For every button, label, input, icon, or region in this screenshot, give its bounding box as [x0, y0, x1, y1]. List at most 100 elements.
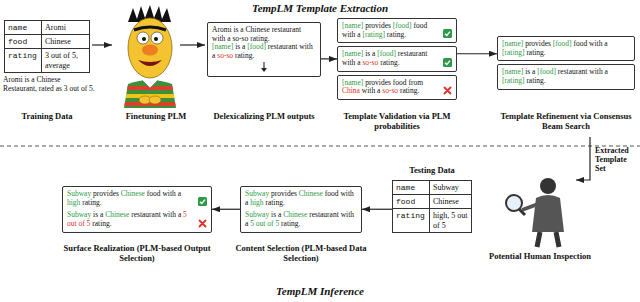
word: [rating]: [502, 76, 525, 85]
template-card: [name] is a [food] restaurant with a so-…: [337, 46, 457, 71]
word: food: [325, 189, 339, 198]
flow-arrow: [576, 137, 590, 180]
word: a: [377, 86, 380, 95]
word: a: [245, 219, 248, 228]
word: [name]: [212, 42, 233, 51]
word: is: [93, 210, 98, 219]
table-cell: rating: [393, 209, 430, 231]
template-text: [name] provides [food] food with a [rati…: [342, 22, 440, 39]
text-row: [name] provides food from China with a s…: [342, 79, 452, 96]
word: so-so: [382, 86, 398, 95]
word: a: [278, 210, 281, 219]
word: with: [299, 42, 312, 51]
flow-caption: Extracted Template Set: [595, 146, 637, 174]
bert-illustration: [142, 80, 158, 88]
word: Chinese: [121, 189, 145, 198]
word: Chinese: [105, 210, 129, 219]
word: restaurant: [272, 25, 302, 34]
word: high: [67, 198, 80, 207]
template-card: [name] provides food from China with a s…: [337, 75, 457, 100]
check-mark: [445, 60, 450, 64]
word: Chinese: [283, 210, 307, 219]
word: a: [605, 67, 608, 76]
down-arrow: [261, 68, 267, 72]
bert-illustration: [120, 5, 180, 108]
inspector-illustration: [522, 204, 538, 210]
text-row: [name] provides [food] food with a [rati…: [502, 40, 630, 57]
table-cell: food: [393, 195, 430, 209]
inspector-illustration: [537, 232, 540, 247]
word: rating.: [526, 48, 545, 57]
check-mark: [443, 58, 452, 67]
word: so-so: [362, 58, 378, 67]
section-title: TempLM Inference: [0, 285, 640, 298]
data-table: nameAromifoodChineserating3 out of 5, av…: [4, 20, 90, 73]
word: [food]: [553, 39, 572, 48]
word: [food]: [537, 67, 556, 76]
word: with: [340, 189, 353, 198]
check-mark: [200, 200, 205, 204]
inspector-illustration: [506, 178, 564, 247]
step-caption: Delexicalizing PLM outputs: [202, 112, 326, 122]
table-cell: Aromi: [42, 21, 89, 35]
table-cell: Chinese: [430, 195, 471, 209]
step-caption: Testing Data: [390, 166, 474, 176]
word: out: [256, 219, 266, 228]
inspector-illustration: [540, 178, 556, 194]
down-arrow: [263, 62, 264, 69]
flow-arrow: [180, 44, 205, 45]
template-card: [name] provides [food] food with a [rati…: [497, 36, 635, 61]
inspector-illustration: [506, 195, 522, 211]
word: Chinese: [246, 25, 270, 34]
word: 5: [275, 219, 279, 228]
inspector-illustration: [519, 209, 525, 215]
table-cell: food: [5, 35, 42, 49]
word: rating.: [235, 51, 254, 60]
word: rating.: [526, 76, 545, 85]
cross-mark: [445, 87, 451, 93]
word: a: [227, 34, 230, 43]
word: a: [372, 49, 375, 58]
down-arrow: [212, 61, 316, 73]
word: [rating]: [502, 48, 525, 57]
table-cell: rating: [5, 49, 42, 71]
flow-arrow: [212, 209, 240, 210]
word: [name]: [502, 67, 523, 76]
word: with: [163, 210, 176, 219]
text-row: Subway provides Chinese food with a high…: [67, 190, 207, 207]
word: 5: [87, 219, 91, 228]
word: [name]: [502, 39, 523, 48]
word: is: [525, 67, 530, 76]
word: so-so: [232, 34, 248, 43]
word: rating.: [265, 198, 284, 207]
bert-illustration: [142, 45, 158, 56]
word: provides: [93, 189, 119, 198]
down-arrow: [259, 61, 269, 73]
template-card: [name] provides [food] food with a [rati…: [337, 18, 457, 43]
data-table: nameSubwayfoodChineseratinghigh, 5 out o…: [392, 180, 472, 233]
flow-arrow: [92, 44, 112, 45]
word: a: [357, 58, 360, 67]
template-text: [name] provides [food] food with a [rati…: [502, 40, 630, 57]
word: a: [178, 189, 181, 198]
word: Subway: [245, 189, 269, 198]
word: rating.: [82, 198, 101, 207]
word: a: [242, 42, 245, 51]
bert-illustration: [142, 37, 146, 41]
cross-mark: [200, 220, 206, 226]
word: Chinese: [299, 189, 323, 198]
bert-illustration: [149, 96, 161, 104]
word: with: [589, 39, 602, 48]
word: food: [413, 21, 427, 30]
template-text: [name] provides food from China with a s…: [342, 79, 440, 96]
word: a: [357, 30, 360, 39]
step-caption: Training Data: [2, 112, 92, 122]
word: China: [342, 86, 360, 95]
word: with: [162, 189, 175, 198]
table-cell: name: [5, 21, 42, 35]
template-card: [name] is a [food] restaurant with a [ra…: [497, 64, 635, 89]
word: a: [100, 210, 103, 219]
word: restaurant: [398, 49, 428, 58]
word: Aromi: [212, 25, 232, 34]
